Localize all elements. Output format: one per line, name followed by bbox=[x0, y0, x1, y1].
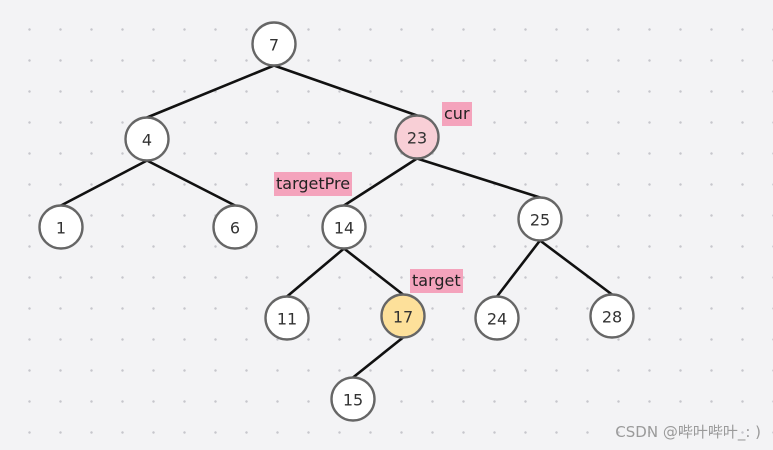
tree-nodes: 7 4 23 1 6 14 25 11 17 24 28 15 bbox=[38, 21, 635, 422]
tree-edge-4-6 bbox=[145, 159, 237, 207]
tree-edge-25-24 bbox=[495, 239, 542, 298]
tree-edge-23-14 bbox=[342, 157, 419, 207]
tree-node-25: 25 bbox=[517, 196, 563, 242]
csdn-watermark: CSDN @哔叶哔叶_: ) bbox=[615, 423, 761, 441]
node-circle bbox=[212, 204, 258, 250]
node-label: 25 bbox=[530, 211, 550, 230]
tree-edge-7-4 bbox=[145, 64, 276, 119]
tree-node-7: 7 bbox=[251, 21, 297, 67]
node-label: 23 bbox=[407, 129, 427, 148]
node-label: 4 bbox=[142, 131, 152, 150]
tree-edge-7-23 bbox=[272, 64, 419, 117]
node-label: 14 bbox=[334, 219, 354, 238]
node-circle bbox=[380, 293, 426, 339]
tree-node-11: 11 bbox=[264, 295, 310, 341]
tree-edge-14-11 bbox=[285, 247, 346, 298]
node-label: 24 bbox=[487, 310, 507, 329]
tree-node-28: 28 bbox=[589, 293, 635, 339]
node-label: 11 bbox=[277, 310, 297, 329]
tree-node-24: 24 bbox=[474, 295, 520, 341]
node-label: 6 bbox=[230, 219, 240, 238]
tag-target-pre: targetPre bbox=[274, 172, 353, 196]
tree-node-15: 15 bbox=[330, 376, 376, 422]
node-circle bbox=[321, 204, 367, 250]
node-label: 7 bbox=[269, 36, 279, 55]
tree-node-23: 23 bbox=[394, 114, 440, 160]
node-circle bbox=[124, 116, 170, 162]
tree-node-6: 6 bbox=[212, 204, 258, 250]
tree-edges bbox=[59, 64, 614, 379]
tree-node-1: 1 bbox=[38, 204, 84, 250]
node-label: 1 bbox=[56, 219, 66, 238]
node-circle bbox=[330, 376, 376, 422]
node-circle bbox=[251, 21, 297, 67]
node-circle bbox=[394, 114, 440, 160]
tree-node-4: 4 bbox=[124, 116, 170, 162]
node-circle bbox=[264, 295, 310, 341]
node-label: 28 bbox=[602, 308, 622, 327]
tree-node-17: 17 bbox=[380, 293, 426, 339]
tag-target: target bbox=[410, 269, 463, 293]
node-label: 17 bbox=[393, 308, 413, 327]
tree-edge-23-25 bbox=[415, 157, 542, 199]
node-circle bbox=[474, 295, 520, 341]
tree-edge-17-15 bbox=[351, 336, 405, 379]
node-circle bbox=[517, 196, 563, 242]
node-circle bbox=[38, 204, 84, 250]
tag-cur: cur bbox=[442, 102, 472, 126]
tree-node-14: 14 bbox=[321, 204, 367, 250]
tree-edge-14-17 bbox=[342, 247, 405, 296]
tree-edge-25-28 bbox=[538, 239, 614, 296]
node-label: 15 bbox=[343, 391, 363, 410]
node-circle bbox=[589, 293, 635, 339]
tree-edge-4-1 bbox=[59, 159, 149, 207]
